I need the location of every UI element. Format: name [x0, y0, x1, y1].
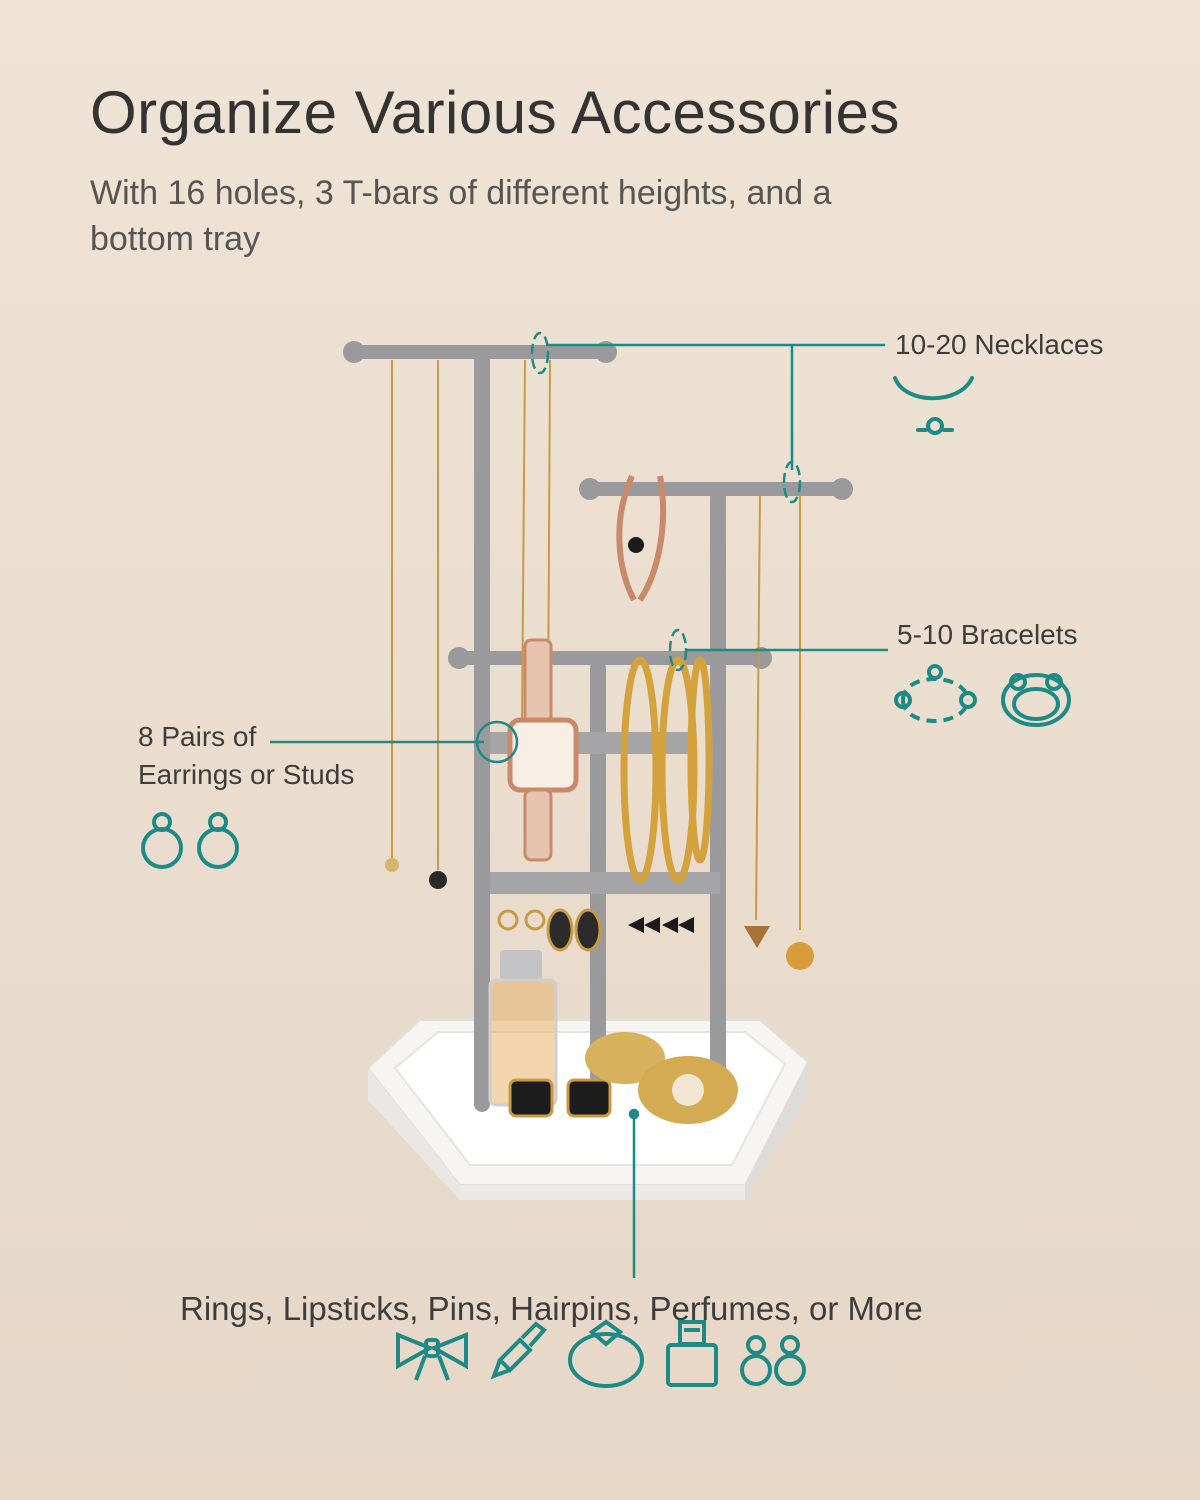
bracelet-icon [894, 664, 977, 723]
lipstick-icon [490, 1321, 547, 1380]
earring-icon [141, 812, 239, 869]
necklaces-label: 10-20 Necklaces [895, 329, 1104, 360]
earring-icon-2 [740, 1335, 806, 1386]
watch [507, 638, 579, 862]
earrings-label-line2: Earrings or Studs [138, 759, 355, 790]
tray-items-label: Rings, Lipsticks, Pins, Hairpins, Perfum… [180, 1290, 923, 1327]
ring-icon [568, 1319, 644, 1388]
pendants [385, 858, 814, 970]
perfume-icon [666, 1320, 718, 1387]
page-title: Organize Various Accessories [90, 79, 900, 146]
bracelets-label: 5-10 Bracelets [897, 619, 1078, 650]
gold-bangles [620, 656, 713, 884]
callout-lines [270, 331, 888, 1278]
necklace-icon [893, 376, 974, 435]
earrings-label: 8 Pairs of Earrings or Studs [138, 718, 354, 794]
stand-frame [343, 341, 853, 1112]
page-subtitle: With 16 holes, 3 T-bars of different hei… [90, 174, 832, 258]
earrings [497, 908, 694, 952]
earrings-label-line1: 8 Pairs of [138, 721, 257, 752]
tray-items [508, 1032, 738, 1124]
perfume-bottle [488, 950, 558, 1107]
bow-icon [396, 1332, 468, 1381]
bracelet-icon-2 [1001, 673, 1071, 727]
rose-gold-bracelet [616, 474, 667, 602]
